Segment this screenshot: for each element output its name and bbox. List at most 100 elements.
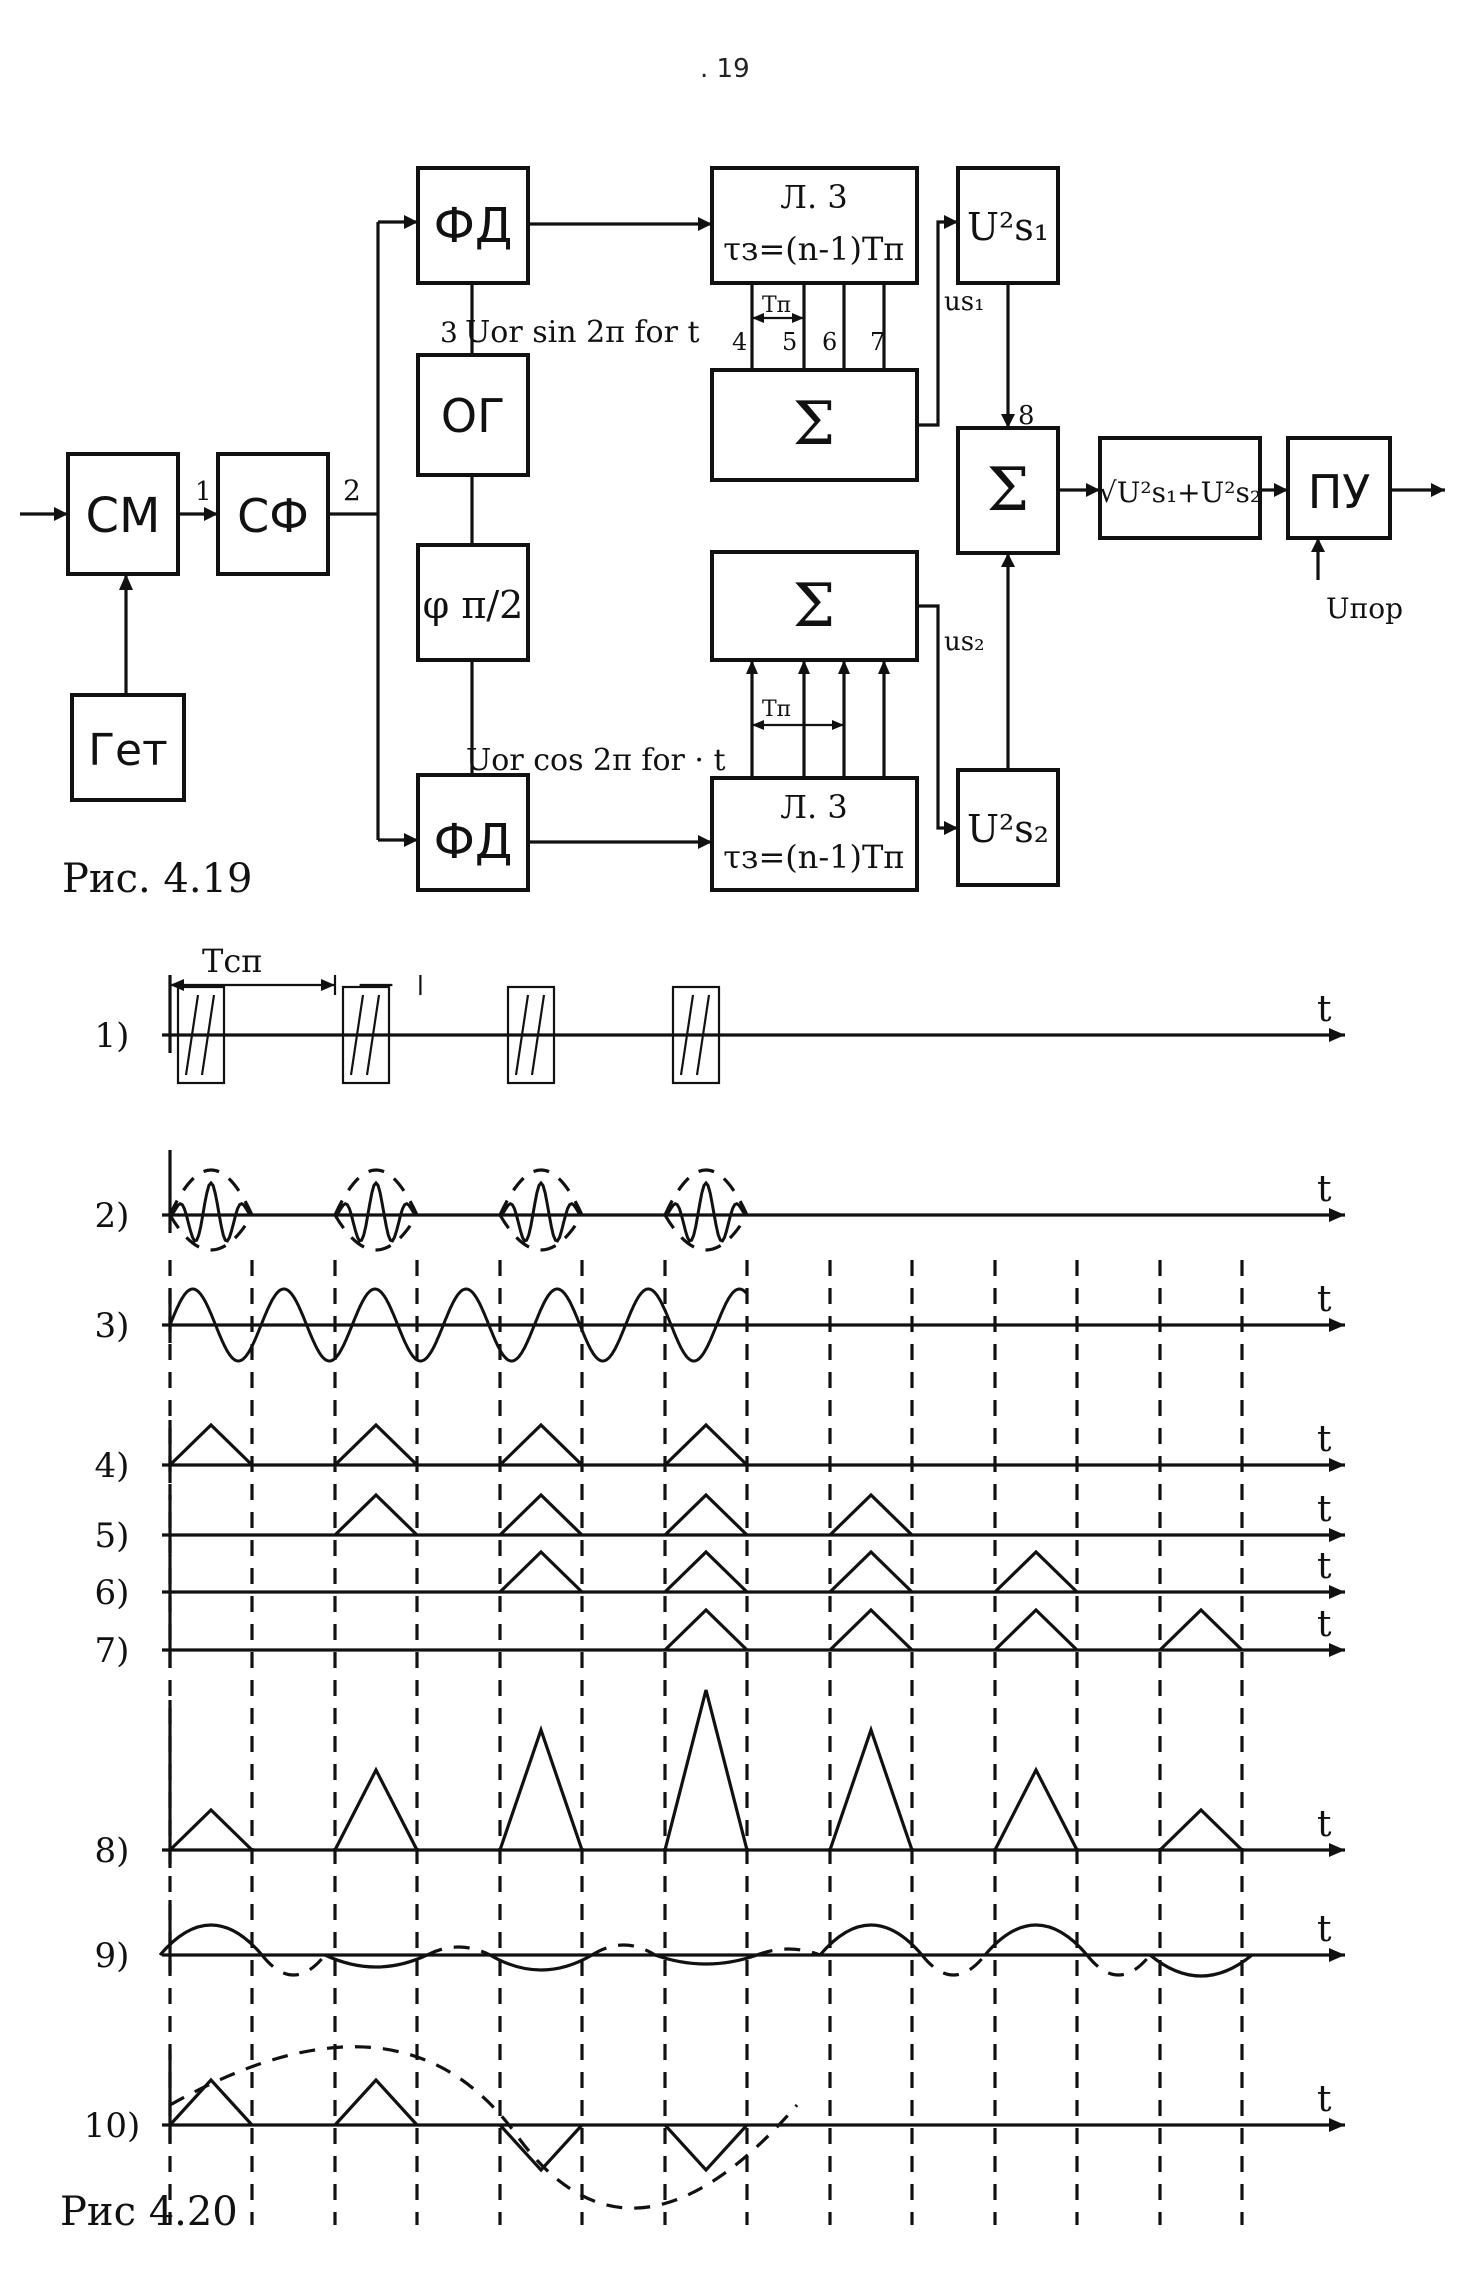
node-7-label: 7 (870, 328, 885, 356)
row-label-3: 3) (95, 1306, 130, 1346)
row10-triangle-2 (333, 2077, 419, 2127)
row9-gap-3 (591, 1943, 656, 1957)
row9-segment-4 (654, 1953, 758, 1966)
row1-pulse-fill-2 (349, 994, 381, 1076)
axis-t-label-row-9: t (1317, 1909, 1332, 1950)
row4-triangle-3 (498, 1422, 584, 1467)
delay-line-bottom-title: Л. 3 (780, 788, 847, 826)
signal-lines (20, 215, 1445, 849)
row10-triangle-3 (498, 2123, 584, 2173)
node-4-label: 4 (732, 328, 747, 356)
axis-t-label-row-4: t (1317, 1419, 1332, 1460)
block-diagram-caption: Рис. 4.19 (62, 856, 252, 900)
node-2-label: 2 (343, 474, 361, 507)
summator-top-block (710, 368, 919, 482)
row-label-10: 10) (84, 2106, 141, 2146)
axis-arrow-row-4 (1329, 1458, 1345, 1472)
node-1-label: 1 (195, 477, 212, 507)
summator-bottom-label: Σ (793, 571, 835, 641)
row6-triangle-3 (828, 1549, 914, 1594)
row1-pulse-2 (341, 985, 391, 1085)
axis-t-label-row-6: t (1317, 1546, 1332, 1587)
sqrt-block-label: √U²s₁+U²s₂ (1099, 476, 1261, 509)
row4-triangle-1 (168, 1422, 254, 1467)
mixer-block (66, 452, 180, 576)
matched-filter-block (216, 452, 330, 576)
row8-sum-triangle-2 (333, 1766, 419, 1851)
page-number: . 19 (700, 54, 750, 84)
row9-segment-5 (818, 1923, 924, 1957)
row1-pulse-fill-3 (514, 994, 546, 1076)
axis-t-label-row-10: t (1317, 2079, 1332, 2120)
row4-triangle-4 (663, 1422, 749, 1467)
row2-envelope-4 (663, 1168, 749, 1252)
row9-gap-5 (920, 1954, 987, 1977)
row2-envelope-2 (333, 1168, 419, 1252)
node-6-label: 6 (822, 328, 837, 356)
cos-signal-label: Uor cos 2π for · t (466, 743, 726, 778)
row6-triangle-2 (663, 1549, 749, 1594)
row8-sum-triangle-6 (993, 1766, 1079, 1851)
local-oscillator-label: Гет (88, 725, 168, 776)
threshold-label: Uпор (1326, 592, 1403, 625)
row6-triangle-4 (993, 1549, 1079, 1594)
summator-top-label: Σ (793, 389, 835, 459)
square-top-label: U²s₁ (967, 205, 1049, 249)
row4-triangle-2 (333, 1422, 419, 1467)
row9-gap-2 (426, 1945, 491, 1957)
row-label-8: 8) (95, 1831, 130, 1871)
period-arrow-right (321, 979, 335, 991)
axis-t-label-row-8: t (1317, 1804, 1332, 1845)
delay-line-bottom-block (710, 776, 919, 892)
timing-marks: t1)t2)t3)t4)t5)t6)t7)t8)t9)t10) (84, 975, 1345, 2225)
node-3-label: 3 (440, 316, 458, 349)
summator-main-label: Σ (987, 455, 1029, 525)
row5-triangle-4 (828, 1492, 914, 1537)
row9-segment-3 (489, 1953, 593, 1972)
delay-line-top-title: Л. 3 (780, 178, 847, 216)
axis-t-label-row-7: t (1317, 1604, 1332, 1645)
row2-envelope-3 (498, 1168, 584, 1252)
row3-reference-sine (168, 1287, 749, 1363)
row1-pulse-1 (176, 985, 226, 1085)
axis-arrow-row-10 (1329, 2118, 1345, 2132)
us2-label: us₂ (944, 627, 985, 657)
row8-sum-triangle-1 (168, 1807, 254, 1852)
local-oscillator-block (70, 693, 186, 802)
row1-pulse-fill-1 (184, 994, 216, 1076)
timing-diagram: t1)t2)t3)t4)t5)t6)t7)t8)t9)t10) Тсп Рис … (60, 942, 1345, 2230)
sin-signal-label: Uor sin 2π for t (465, 315, 700, 350)
row9-gap-6 (1085, 1954, 1152, 1977)
axis-t-label-row-3: t (1317, 1279, 1332, 1320)
phase-detector-top-label: ФД (434, 198, 513, 254)
row8-sum-triangle-4 (663, 1689, 749, 1851)
row10-triangle-1 (168, 2077, 254, 2127)
row8-sum-triangle-3 (498, 1725, 584, 1851)
row2-pulse-1 (169, 1180, 253, 1243)
row2-pulse-3 (499, 1180, 583, 1243)
summator-bottom-block (710, 550, 919, 662)
row1-pulse-3 (506, 985, 556, 1085)
row2-envelope-1 (168, 1168, 254, 1252)
tap-period-bottom-label: Tп (762, 697, 791, 722)
reference-oscillator-label: ОГ (441, 389, 505, 443)
row-label-1: 1) (95, 1016, 130, 1056)
row8-sum-triangle-7 (1158, 1807, 1244, 1852)
row10-envelope (169, 2045, 799, 2210)
row7-triangle-1 (663, 1607, 749, 1652)
node-5-label: 5 (782, 328, 797, 356)
matched-filter-label: СФ (237, 489, 309, 543)
square-top-block (956, 166, 1060, 285)
row-label-7: 7) (95, 1631, 130, 1671)
block-diagram: СМ Гет СФ ФД ОГ φ π/2 ФД Л. 3 τз=(n-1)Tп… (20, 166, 1445, 900)
row6-triangle-1 (498, 1549, 584, 1594)
row8-sum-triangle-5 (828, 1725, 914, 1851)
row-label-4: 4) (95, 1446, 130, 1486)
axis-arrow-row-9 (1329, 1948, 1345, 1962)
threshold-device-block (1286, 436, 1392, 540)
phase-detector-bottom-label: ФД (434, 814, 513, 870)
row-label-2: 2) (95, 1196, 130, 1236)
row5-triangle-1 (333, 1492, 419, 1537)
sqrt-block (1098, 436, 1262, 540)
delay-line-top-formula: τз=(n-1)Tп (723, 230, 904, 268)
